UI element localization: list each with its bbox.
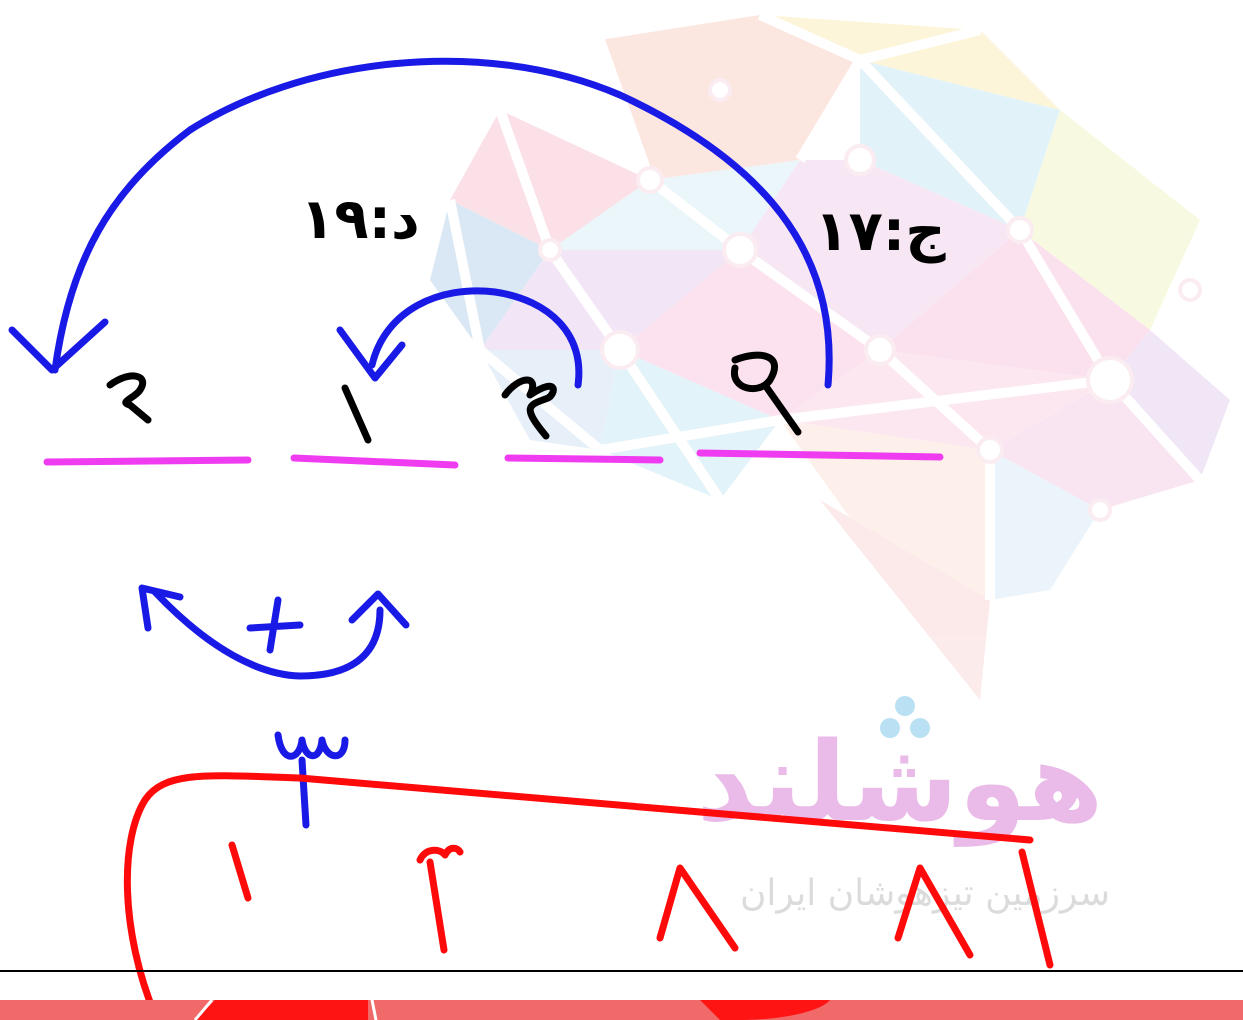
blank-4 [696,449,944,461]
footer-bar [0,1000,1243,1020]
digit-bottom-8b [894,864,974,959]
brain-logo-watermark [430,10,1230,700]
footer-accent-center [700,1000,830,1020]
brand-dot [895,696,915,716]
brand-dot [880,718,900,738]
digit-top-9 [731,351,802,436]
footer-accent-left [195,1000,368,1020]
blank-3 [504,454,664,464]
blank-2 [290,454,459,469]
digit-top-2 [106,372,152,424]
swap-arc [151,588,384,680]
carry-digit-3 [274,731,349,829]
brand-dot [910,718,930,738]
footer-divider-left [193,999,214,1020]
digit-top-1 [341,384,372,444]
arrowhead-small [336,326,406,382]
arrowhead-left [8,318,109,374]
red-bracket [123,772,1054,1019]
answer-blanks [43,449,944,469]
small-arc-arrow [368,287,583,389]
blank-1 [43,456,252,466]
label-dal: د:۱۹ [300,187,420,252]
plus-sign [246,596,304,654]
big-arc-arrow [51,57,833,389]
label-jim: ج:۱۷ [814,199,946,264]
digit-bottom-2 [416,844,464,954]
swap-arrowhead-left [138,584,184,632]
footer-divider-right [370,999,378,1020]
brand-watermark: هوشلند سرزمین تیزهوشان ایران [697,696,1110,914]
digit-top-4 [501,376,557,440]
swap-arrowhead-right [348,590,410,629]
digit-bottom-8a [656,864,739,952]
digit-bottom-1 [228,841,252,902]
